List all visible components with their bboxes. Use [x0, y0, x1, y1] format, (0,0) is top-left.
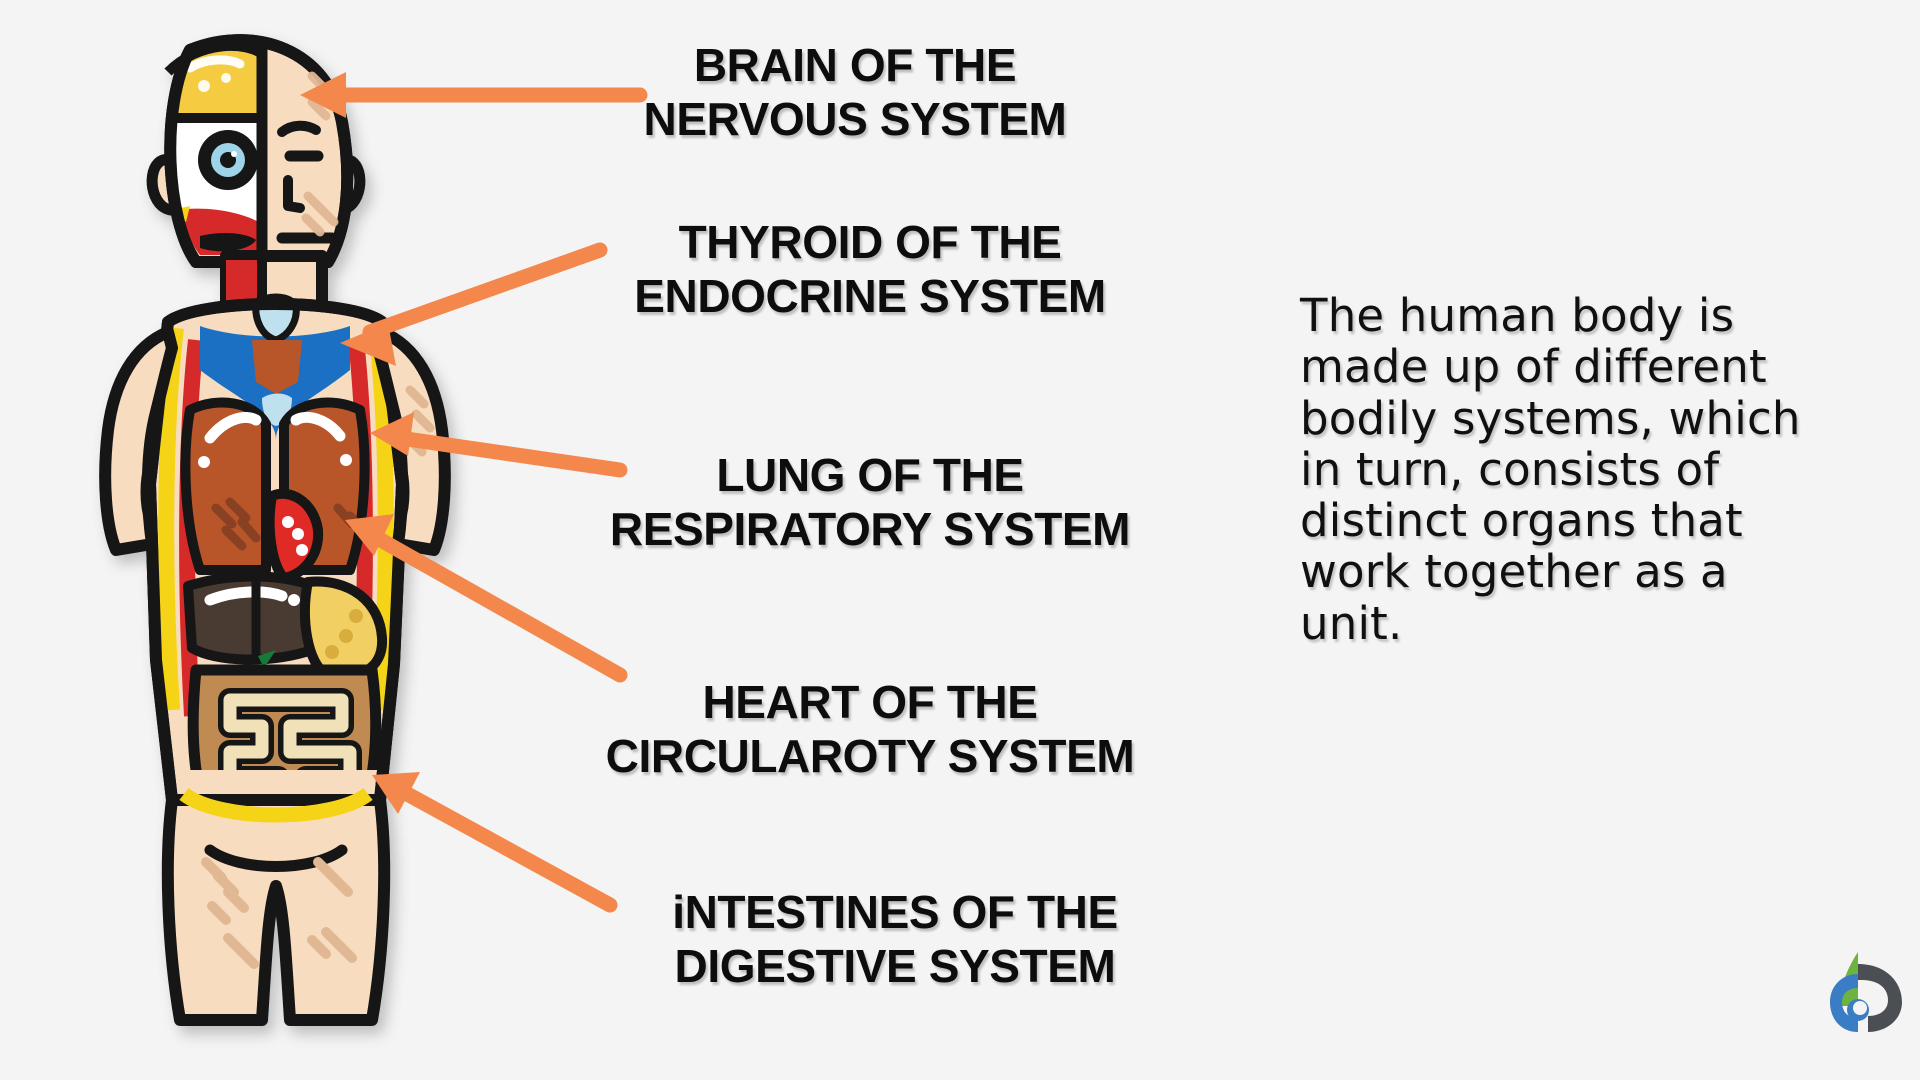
- human-body-cutaway-illustration: [50, 10, 520, 1070]
- blue-arc: [1830, 966, 1858, 1032]
- description-note: The human body is made up of different b…: [1300, 290, 1880, 649]
- callout-label-heart-circulatory: HEART OF THE CIRCULAROTY SYSTEM: [605, 676, 1135, 783]
- description-note-text: The human body is made up of different b…: [1300, 289, 1801, 650]
- callout-label-brain-nervous: BRAIN OF THE NERVOUS SYSTEM: [643, 39, 1067, 146]
- dark-arc: [1858, 964, 1902, 1032]
- callout-label-lung-respiratory: LUNG OF THE RESPIRATORY SYSTEM: [609, 449, 1131, 556]
- figure-legs: [161, 787, 391, 1026]
- figure-head: [146, 34, 366, 268]
- callout-label-intestines-digestive: iNTESTINES OF THE DIGESTIVE SYSTEM: [672, 886, 1118, 993]
- brand-b-logo: [1828, 948, 1908, 1034]
- figure-torso: [144, 293, 408, 806]
- callout-label-thyroid-endocrine: THYROID OF THE ENDOCRINE SYSTEM: [634, 216, 1106, 323]
